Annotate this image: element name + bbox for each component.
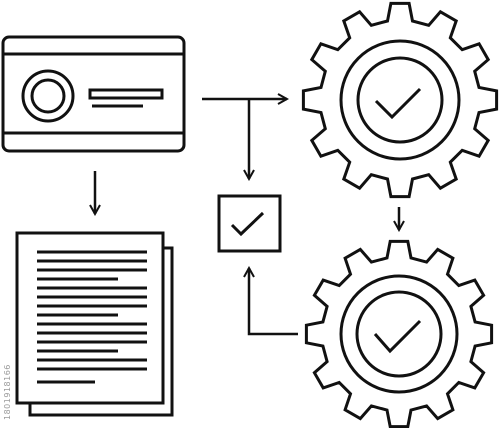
document-stack-icon <box>15 231 174 417</box>
gear-check-icon-bottom <box>304 239 494 428</box>
connectors <box>95 99 399 336</box>
watermark-id: 1801918166 <box>3 364 12 420</box>
checkbox-check-icon <box>217 194 282 253</box>
arrow-gear-bottom-to-checkbox <box>249 268 298 336</box>
id-card-icon <box>1 35 186 153</box>
gear-check-icon-top <box>301 1 499 199</box>
